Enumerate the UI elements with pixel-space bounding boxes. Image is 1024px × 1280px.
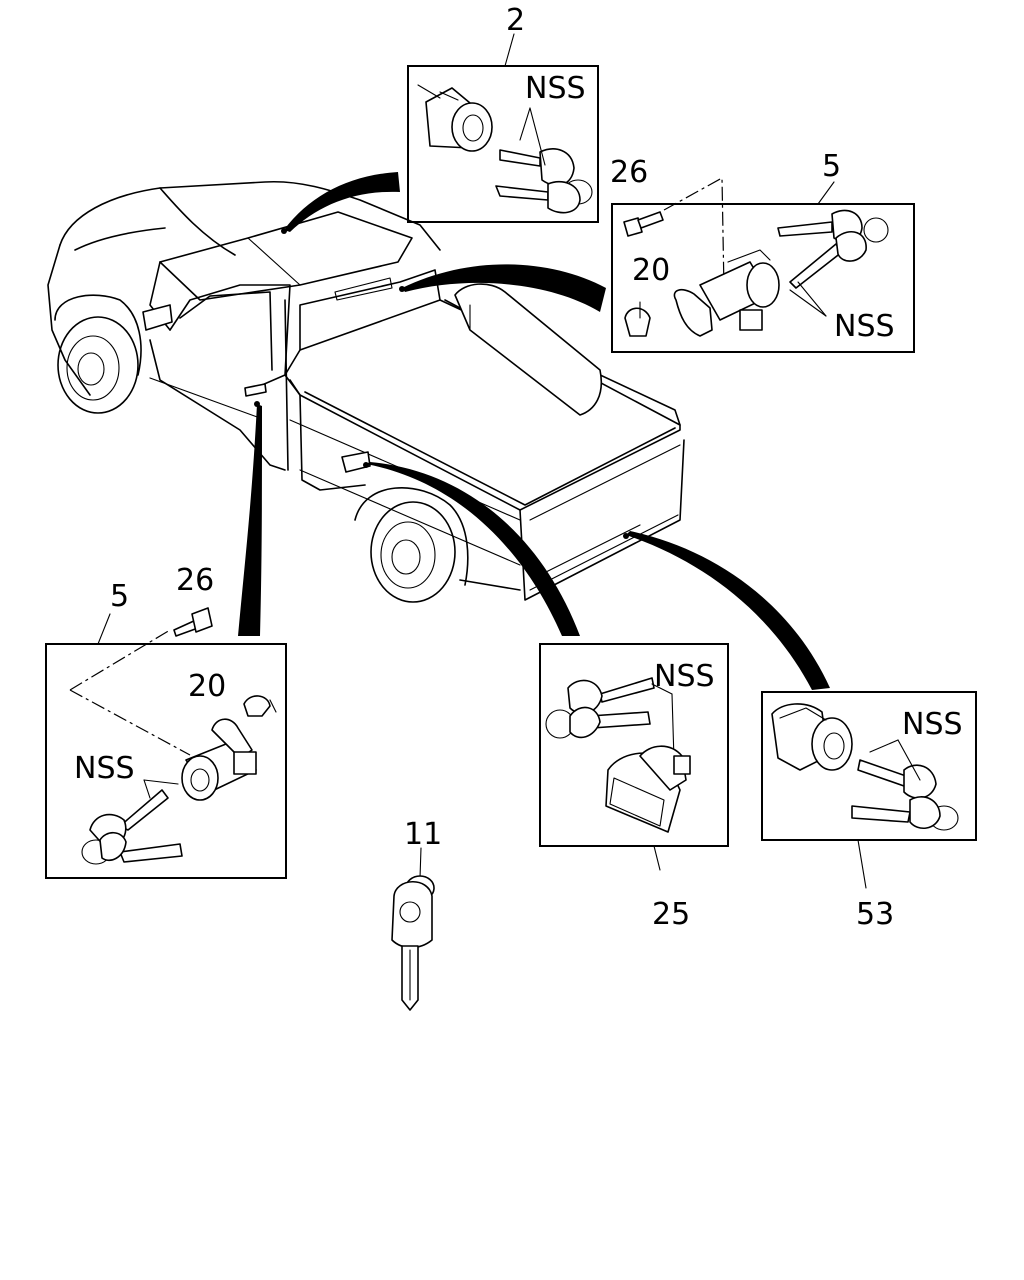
ignition-cylinder-box — [407, 33, 599, 223]
label-tailgate-lock: 53 — [856, 897, 894, 932]
label-tailgate-nss: NSS — [902, 707, 963, 742]
label-door-lock-left-nss: NSS — [74, 751, 135, 786]
label-fuel-lid-nss: NSS — [654, 659, 715, 694]
label-fuel-lid-lock: 25 — [652, 897, 690, 932]
key-blank — [391, 847, 435, 1011]
label-door-lock-left: 5 — [110, 579, 129, 614]
label-ignition-cylinder: 2 — [506, 3, 525, 38]
label-door-lock-top: 5 — [822, 149, 841, 184]
leader-swooshes — [238, 172, 830, 690]
door-lock-top-box — [611, 176, 915, 353]
pickup-truck-illustration — [47, 180, 685, 603]
label-key-blank: 11 — [404, 817, 442, 852]
label-clip-left: 20 — [188, 669, 226, 704]
label-bolt-left: 26 — [176, 563, 214, 598]
label-ignition-nss: NSS — [525, 71, 586, 106]
label-clip-top: 20 — [632, 253, 670, 288]
fuel-lid-lock-box — [539, 643, 729, 871]
label-bolt-top: 26 — [610, 155, 648, 190]
tailgate-lock-box — [761, 691, 977, 889]
label-door-lock-top-nss: NSS — [834, 309, 895, 344]
door-lock-left-box — [45, 607, 287, 879]
